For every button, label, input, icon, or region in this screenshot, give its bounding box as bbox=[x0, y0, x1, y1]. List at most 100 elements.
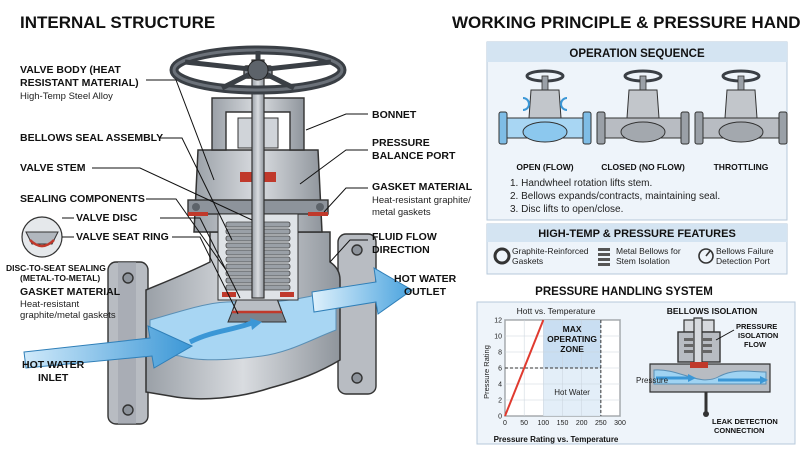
gauge-icon bbox=[698, 248, 714, 264]
gasket-left-sub-2: graphite/metal gaskets bbox=[20, 310, 116, 321]
pressure-port-title-2: BALANCE PORT bbox=[372, 150, 456, 162]
bonnet-title: BONNET bbox=[372, 109, 417, 121]
chart-y-tick: 0 bbox=[498, 414, 502, 421]
gasket-right-sub-1: Heat-resistant graphite/ bbox=[372, 195, 471, 206]
valve-stem bbox=[251, 59, 265, 299]
chart-x-tick: 300 bbox=[614, 420, 626, 427]
sealing-label: SEALING COMPONENTS bbox=[20, 193, 227, 271]
gasket-right-title: GASKET MATERIAL bbox=[372, 181, 473, 193]
feature-2-line-1: Metal Bellows for bbox=[616, 246, 681, 256]
mini-valve-throttling bbox=[694, 69, 788, 145]
state-throttling: THROTTLING bbox=[714, 162, 769, 172]
outlet-label: HOT WATER OUTLET bbox=[394, 273, 457, 298]
valve-illustration bbox=[23, 45, 413, 425]
flow-direction-title-2: DIRECTION bbox=[372, 244, 430, 256]
chart-series-line-0 bbox=[504, 319, 545, 417]
leak-1: LEAK DETECTION bbox=[712, 417, 778, 426]
handwheel bbox=[169, 45, 347, 95]
chart-y-tick: 8 bbox=[498, 350, 502, 357]
bonnet-label: BONNET bbox=[305, 109, 417, 131]
chart-x-tick: 200 bbox=[576, 420, 588, 427]
left-title: INTERNAL STRUCTURE bbox=[20, 13, 215, 32]
bellows-isolation: BELLOWS ISOLATION Pressure PRESSURE ISOL… bbox=[636, 306, 778, 435]
pif-1: PRESSURE bbox=[736, 322, 777, 331]
chart-x-tick: 100 bbox=[537, 420, 549, 427]
chart-zone-label-3: ZONE bbox=[560, 344, 584, 354]
features-heading: HIGH-TEMP & PRESSURE FEATURES bbox=[538, 228, 736, 240]
outlet-title-2: OUTLET bbox=[404, 286, 447, 298]
chart-zone-1 bbox=[543, 320, 601, 368]
chart-y-tick: 2 bbox=[498, 398, 502, 405]
gasket-left-title: GASKET MATERIAL bbox=[20, 286, 121, 298]
pressure-chart: Hott vs. Temperature Pressure Rating vs.… bbox=[482, 306, 626, 444]
right-title: WORKING PRINCIPLE & PRESSURE HANDLING bbox=[452, 13, 800, 32]
chart-x-tick: 250 bbox=[595, 420, 607, 427]
inlet-flow-arrow bbox=[23, 325, 194, 369]
feature-bellows: Metal Bellows for Stem Isolation bbox=[598, 246, 681, 266]
operation-heading: OPERATION SEQUENCE bbox=[569, 48, 705, 60]
isolation-title: BELLOWS ISOLATION bbox=[667, 306, 758, 316]
chart-x-tick: 150 bbox=[557, 420, 569, 427]
sealing-title: SEALING COMPONENTS bbox=[20, 193, 145, 205]
chart-y-tick: 6 bbox=[498, 366, 502, 373]
yoke bbox=[211, 97, 305, 151]
gasket-right-label: GASKET MATERIAL Heat-resistant graphite/… bbox=[323, 181, 473, 218]
chart-y-label: Pressure Rating bbox=[482, 345, 491, 399]
pif-2: ISOLATION bbox=[738, 331, 778, 340]
inlet-title: HOT WATER bbox=[22, 359, 85, 371]
valve-body-title-2: RESISTANT MATERIAL) bbox=[20, 77, 139, 89]
gasket-left-sub-1: Heat-resistant bbox=[20, 299, 79, 310]
gasket-right-sub-2: metal gaskets bbox=[372, 207, 431, 218]
gasket-left bbox=[188, 212, 208, 216]
pressure-heading: PRESSURE HANDLING SYSTEM bbox=[535, 286, 713, 298]
stem-title: VALVE STEM bbox=[20, 162, 86, 174]
pif-3: FLOW bbox=[744, 340, 767, 349]
state-open: OPEN (FLOW) bbox=[516, 162, 573, 172]
feature-1-line-1: Graphite-Reinforced bbox=[512, 246, 589, 256]
outlet-flange bbox=[337, 233, 377, 395]
feature-3-line-2: Detection Port bbox=[716, 256, 770, 266]
flow-direction-label: FLUID FLOW DIRECTION bbox=[329, 231, 437, 263]
chart-y-tick: 4 bbox=[498, 382, 502, 389]
chart-x-tick: 0 bbox=[503, 420, 507, 427]
valve-body-label: VALVE BODY (HEAT RESISTANT MATERIAL) Hig… bbox=[20, 64, 215, 181]
outlet-flow-arrow bbox=[311, 267, 413, 315]
ring-icon bbox=[493, 247, 511, 265]
step-2: 2. Bellows expands/contracts, maintainin… bbox=[510, 191, 720, 202]
pressure-port-title: PRESSURE bbox=[372, 137, 430, 149]
step-3: 3. Disc lifts to open/close. bbox=[510, 204, 623, 215]
feature-detection: Bellows Failure Detection Port bbox=[698, 246, 774, 266]
disc-title: VALVE DISC bbox=[76, 212, 138, 224]
bellows-label: BELLOWS SEAL ASSEMBLY bbox=[20, 132, 233, 241]
gasket-right bbox=[308, 212, 328, 216]
outlet-title: HOT WATER bbox=[394, 273, 457, 285]
seat-title: VALVE SEAT RING bbox=[76, 231, 169, 243]
feature-1-line-2: Gaskets bbox=[512, 256, 543, 266]
inlet-title-2: INLET bbox=[38, 372, 69, 384]
pressure-port-label: PRESSURE BALANCE PORT bbox=[299, 137, 456, 185]
mini-valve-open bbox=[498, 69, 592, 145]
feature-gaskets: Graphite-Reinforced Gaskets bbox=[493, 246, 589, 266]
feature-2-line-2: Stem Isolation bbox=[616, 256, 670, 266]
valve-body-subtitle: High-Temp Steel Alloy bbox=[20, 91, 113, 102]
chart-x-tick: 50 bbox=[520, 420, 528, 427]
chart-y-tick: 12 bbox=[494, 318, 502, 325]
bellows-title: BELLOWS SEAL ASSEMBLY bbox=[20, 132, 163, 144]
chart-zone-label-hot-water: Hot Water bbox=[554, 388, 590, 397]
chart-zone-label-2: OPERATING bbox=[547, 334, 597, 344]
pressure-label: Pressure bbox=[636, 376, 669, 385]
feature-3-line-1: Bellows Failure bbox=[716, 246, 774, 256]
chart-zone-label-1: MAX bbox=[563, 324, 582, 334]
chart-caption: Pressure Rating vs. Temperature bbox=[494, 435, 619, 444]
disc-inset: VALVE DISC VALVE SEAT RING DISC-TO-SEAT … bbox=[6, 212, 241, 321]
disc-seat-title-2: (METAL-TO-METAL) bbox=[20, 273, 100, 283]
leak-2: CONNECTION bbox=[714, 426, 764, 435]
operation-valves bbox=[498, 69, 788, 145]
state-closed: CLOSED (NO FLOW) bbox=[601, 162, 685, 172]
flow-direction-title: FLUID FLOW bbox=[372, 231, 437, 243]
disc-seat-title: DISC-TO-SEAT SEALING bbox=[6, 263, 106, 273]
inlet-label: HOT WATER INLET bbox=[22, 359, 85, 384]
chart-title: Hott vs. Temperature bbox=[517, 306, 596, 316]
